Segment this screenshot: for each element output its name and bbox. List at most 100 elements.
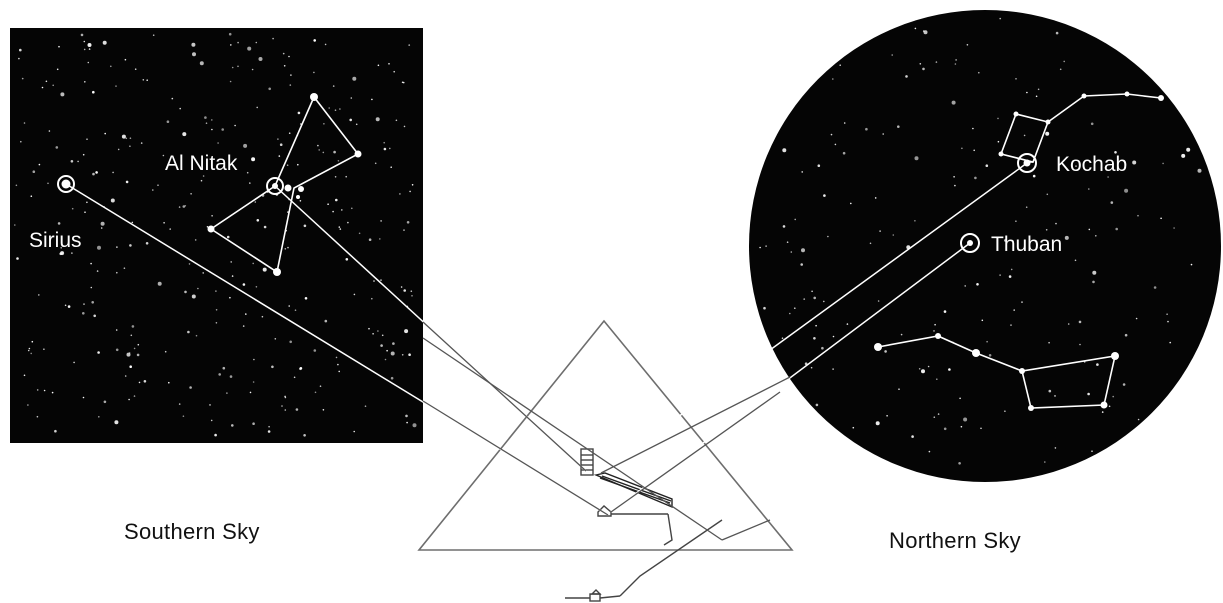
- background-star: [1107, 176, 1109, 178]
- background-star: [88, 62, 90, 64]
- background-star: [332, 211, 334, 213]
- background-star: [272, 38, 274, 40]
- background-star: [998, 141, 1000, 143]
- background-star: [82, 312, 85, 315]
- background-star: [92, 173, 95, 176]
- background-star: [84, 41, 86, 43]
- al-nitak-label: Al Nitak: [165, 152, 238, 175]
- background-star: [250, 392, 252, 394]
- background-star: [237, 66, 239, 68]
- background-star: [986, 164, 989, 167]
- background-star: [314, 349, 317, 352]
- background-star: [1186, 148, 1190, 152]
- background-star: [195, 239, 197, 241]
- background-star: [389, 148, 391, 150]
- background-star: [353, 431, 355, 433]
- background-star: [382, 335, 384, 337]
- background-star: [20, 141, 22, 143]
- background-star: [1125, 334, 1128, 337]
- background-star: [1198, 169, 1202, 173]
- background-star: [218, 373, 221, 376]
- background-star: [138, 344, 140, 346]
- background-star: [335, 109, 337, 111]
- background-star: [16, 257, 19, 260]
- background-star: [1044, 461, 1046, 463]
- background-star: [97, 351, 100, 354]
- background-star: [1112, 396, 1114, 398]
- background-star: [289, 132, 291, 134]
- background-star: [800, 263, 803, 266]
- background-star: [373, 280, 375, 282]
- background-star: [1115, 228, 1118, 231]
- background-star: [1010, 324, 1012, 326]
- background-star: [71, 160, 74, 163]
- background-star: [165, 351, 167, 353]
- background-star: [294, 377, 296, 379]
- background-star: [933, 330, 935, 332]
- background-star: [412, 184, 414, 186]
- background-star: [226, 392, 228, 394]
- background-star: [789, 313, 791, 315]
- background-star: [406, 422, 408, 424]
- northern-sky-panel: Kochab Thuban: [749, 10, 1221, 482]
- orion-star: [355, 151, 362, 158]
- background-star: [333, 151, 336, 154]
- background-star: [388, 63, 390, 65]
- background-star: [73, 362, 75, 364]
- background-star: [126, 138, 128, 140]
- background-star: [763, 307, 766, 310]
- background-star: [86, 202, 88, 204]
- background-star: [1065, 236, 1069, 240]
- background-star: [22, 78, 24, 80]
- background-star: [313, 72, 315, 74]
- background-star: [95, 171, 98, 174]
- background-star: [57, 69, 59, 71]
- background-star: [131, 335, 133, 337]
- background-star: [47, 183, 49, 185]
- background-star: [325, 320, 328, 323]
- background-star: [378, 65, 380, 67]
- background-star: [1056, 32, 1059, 35]
- background-star: [52, 392, 54, 394]
- background-star: [179, 206, 181, 208]
- background-star: [245, 313, 247, 315]
- background-star: [365, 405, 367, 407]
- background-star: [268, 426, 270, 428]
- background-star: [1013, 309, 1015, 311]
- background-star: [84, 81, 86, 83]
- background-star: [33, 170, 36, 173]
- background-star: [372, 333, 374, 335]
- background-star: [976, 283, 979, 286]
- background-star: [275, 338, 277, 340]
- background-star: [759, 247, 761, 249]
- background-star: [850, 203, 852, 205]
- background-star: [264, 226, 267, 229]
- background-star: [328, 107, 330, 109]
- background-star: [37, 389, 39, 391]
- background-star: [130, 137, 132, 139]
- background-star: [401, 286, 403, 288]
- background-star: [765, 245, 767, 247]
- background-star: [339, 108, 341, 110]
- background-star: [1046, 229, 1048, 231]
- background-star: [354, 294, 356, 296]
- background-star: [333, 85, 335, 87]
- background-star: [955, 59, 957, 61]
- background-star: [1024, 135, 1026, 137]
- background-star: [189, 386, 192, 389]
- background-star: [958, 462, 961, 465]
- background-star: [791, 251, 793, 253]
- background-star: [923, 30, 925, 32]
- background-star: [227, 236, 230, 239]
- background-star: [191, 43, 195, 47]
- background-star: [202, 272, 204, 274]
- background-star: [1004, 410, 1006, 412]
- background-star: [396, 120, 398, 122]
- background-star: [327, 203, 329, 205]
- background-star: [1033, 175, 1036, 178]
- background-star: [285, 409, 287, 411]
- background-star: [153, 34, 155, 36]
- background-star: [346, 258, 349, 261]
- background-star: [190, 193, 192, 195]
